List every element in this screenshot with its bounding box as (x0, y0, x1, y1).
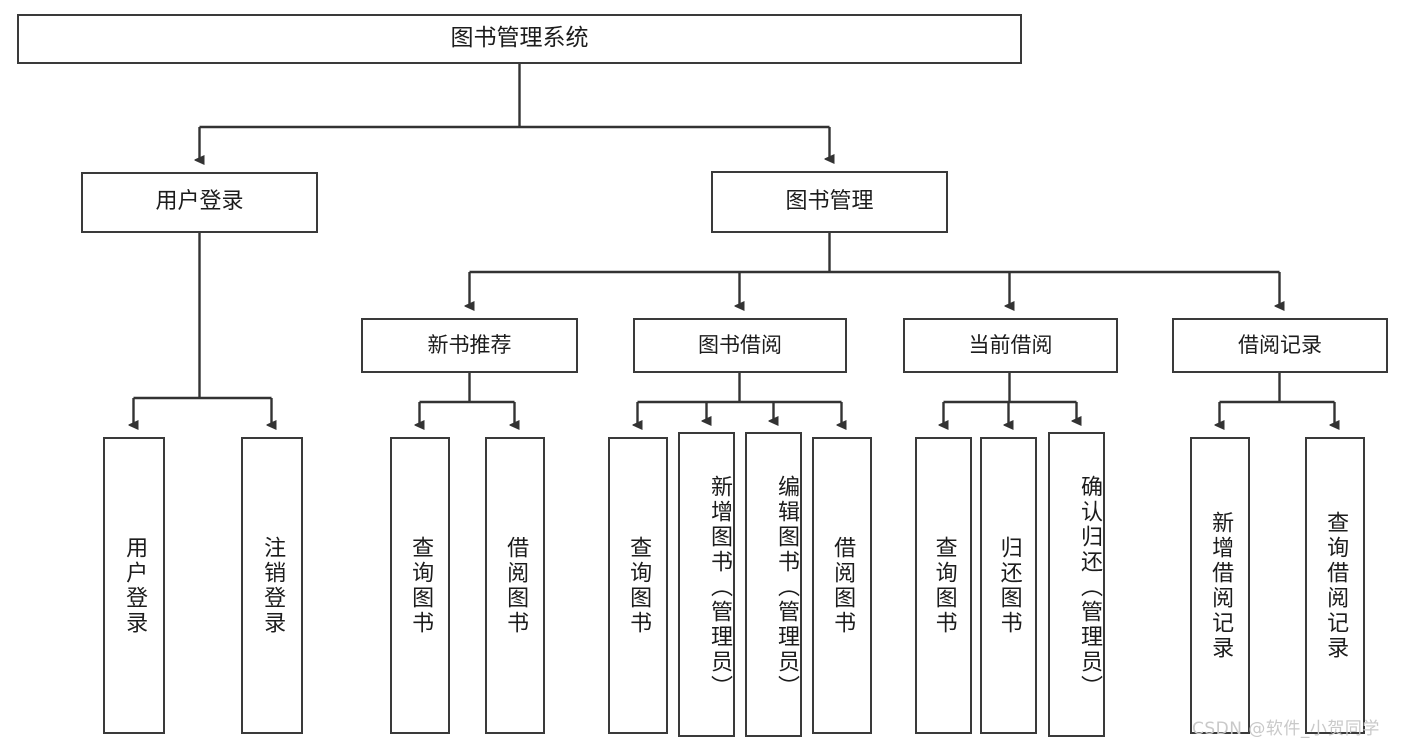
leaf-query-borrow-record[interactable]: 查询借阅记录 (1305, 437, 1365, 734)
leaf-borrow-book[interactable]: 借阅图书 (812, 437, 872, 734)
node-label: 用户登录 (122, 535, 148, 636)
node-label: 图书管理 (785, 188, 874, 214)
node-label: 新书推荐 (427, 333, 512, 358)
node-label: 查询图书 (931, 535, 957, 636)
node-label: 查询借阅记录 (1323, 510, 1349, 661)
node-label: 查询图书 (408, 535, 434, 636)
leaf-return-book[interactable]: 归还图书 (980, 437, 1037, 734)
leaf-query-book-recommend[interactable]: 查询图书 (390, 437, 450, 734)
node-label: 借阅记录 (1238, 333, 1322, 358)
node-root-system[interactable]: 图书管理系统 (17, 14, 1022, 64)
leaf-edit-book-admin[interactable]: 编辑图书（管理员） (745, 432, 802, 737)
node-current-borrow[interactable]: 当前借阅 (903, 318, 1118, 373)
leaf-logout-login[interactable]: 注销登录 (241, 437, 303, 734)
node-label: 归还图书 (996, 535, 1022, 636)
node-new-book-recommend[interactable]: 新书推荐 (361, 318, 578, 373)
node-label: 注销登录 (260, 535, 286, 636)
node-book-management[interactable]: 图书管理 (711, 171, 948, 233)
node-label: 新增图书（管理员） (707, 475, 732, 700)
leaf-add-borrow-record[interactable]: 新增借阅记录 (1190, 437, 1250, 734)
node-label: 查询图书 (626, 535, 652, 636)
node-label: 图书借阅 (698, 333, 782, 358)
node-label: 当前借阅 (968, 333, 1053, 358)
node-label: 借阅图书 (830, 535, 856, 636)
node-book-borrow[interactable]: 图书借阅 (633, 318, 847, 373)
node-label: 用户登录 (155, 189, 244, 215)
watermark-credit: CSDN @软件_小贺同学 (1192, 719, 1380, 739)
leaf-add-book-admin[interactable]: 新增图书（管理员） (678, 432, 735, 737)
leaf-borrow-book-recommend[interactable]: 借阅图书 (485, 437, 545, 734)
node-label: 编辑图书（管理员） (774, 475, 799, 700)
node-user-login[interactable]: 用户登录 (81, 172, 318, 233)
node-borrow-record[interactable]: 借阅记录 (1172, 318, 1388, 373)
leaf-query-book-current[interactable]: 查询图书 (915, 437, 972, 734)
leaf-user-login[interactable]: 用户登录 (103, 437, 165, 734)
leaf-confirm-return-admin[interactable]: 确认归还（管理员） (1048, 432, 1105, 737)
node-label: 图书管理系统 (450, 25, 589, 52)
node-label: 确认归还（管理员） (1077, 475, 1102, 700)
node-label: 借阅图书 (503, 535, 529, 636)
node-label: 新增借阅记录 (1208, 510, 1234, 661)
leaf-query-book-borrow[interactable]: 查询图书 (608, 437, 668, 734)
